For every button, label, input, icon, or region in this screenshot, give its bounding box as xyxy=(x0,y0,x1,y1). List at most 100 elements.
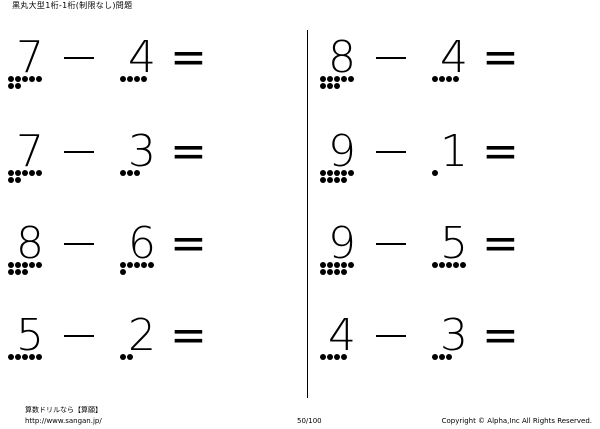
counting-dot xyxy=(320,354,326,360)
counting-dot xyxy=(439,354,445,360)
counting-dot xyxy=(8,177,14,183)
subtrahend: 5 xyxy=(440,218,468,269)
counting-dot xyxy=(8,354,14,360)
minuend: 7 xyxy=(16,32,44,83)
counting-dot xyxy=(8,83,14,89)
counting-dot xyxy=(15,177,21,183)
minus-sign xyxy=(64,57,94,59)
minuend: 8 xyxy=(16,218,44,269)
counting-dot xyxy=(453,76,459,82)
counting-dot xyxy=(320,170,326,176)
counting-dot xyxy=(446,262,452,268)
counting-dot xyxy=(341,76,347,82)
subtrahend: 3 xyxy=(128,126,156,177)
subtraction-problem: 9 1 = xyxy=(320,126,542,210)
minuend: 9 xyxy=(328,218,356,269)
subtrahend: 4 xyxy=(440,32,468,83)
counting-dot xyxy=(127,354,133,360)
counting-dot xyxy=(120,170,126,176)
counting-dot xyxy=(327,170,333,176)
counting-dot xyxy=(348,262,354,268)
counting-dot xyxy=(22,354,28,360)
page-number: 50/100 xyxy=(297,417,322,425)
counting-dot xyxy=(327,269,333,275)
minus-sign xyxy=(64,243,94,245)
counting-dot xyxy=(134,76,140,82)
counting-dot xyxy=(8,262,14,268)
counting-dot xyxy=(460,262,466,268)
subtrahend: 2 xyxy=(128,310,156,361)
counting-dot xyxy=(341,170,347,176)
counting-dot xyxy=(334,354,340,360)
minus-sign xyxy=(64,335,94,337)
equals-sign: = xyxy=(482,32,519,83)
counting-dot xyxy=(127,170,133,176)
minuend: 7 xyxy=(16,126,44,177)
equals-sign: = xyxy=(482,218,519,269)
counting-dot xyxy=(432,262,438,268)
counting-dot xyxy=(120,76,126,82)
counting-dot xyxy=(141,76,147,82)
subtrahend: 1 xyxy=(440,126,468,177)
minus-sign xyxy=(376,335,406,337)
counting-dot xyxy=(439,76,445,82)
counting-dot xyxy=(334,76,340,82)
equals-sign: = xyxy=(170,310,207,361)
minuend-dots xyxy=(320,76,355,90)
counting-dot xyxy=(36,76,42,82)
counting-dot xyxy=(29,76,35,82)
minuend: 8 xyxy=(328,32,356,83)
counting-dot xyxy=(148,262,154,268)
equals-sign: = xyxy=(170,126,207,177)
counting-dot xyxy=(8,269,14,275)
subtrahend-dots xyxy=(120,262,155,276)
minus-sign xyxy=(376,57,406,59)
subtrahend-dots xyxy=(120,170,155,177)
equals-sign: = xyxy=(482,126,519,177)
counting-dot xyxy=(453,262,459,268)
counting-dot xyxy=(446,76,452,82)
counting-dot xyxy=(134,170,140,176)
subtrahend-dots xyxy=(432,262,467,269)
counting-dot xyxy=(36,170,42,176)
subtrahend: 3 xyxy=(440,310,468,361)
minuend-dots xyxy=(320,262,355,276)
subtrahend-dots xyxy=(120,76,155,83)
counting-dot xyxy=(8,170,14,176)
counting-dot xyxy=(120,262,126,268)
footer-url[interactable]: http://www.sangan.jp/ xyxy=(25,417,102,425)
minus-sign xyxy=(376,243,406,245)
equals-sign: = xyxy=(170,218,207,269)
minuend-dots xyxy=(320,170,355,184)
counting-dot xyxy=(341,262,347,268)
counting-dot xyxy=(22,262,28,268)
counting-dot xyxy=(334,177,340,183)
minus-sign xyxy=(376,151,406,153)
counting-dot xyxy=(8,76,14,82)
counting-dot xyxy=(15,83,21,89)
counting-dot xyxy=(327,262,333,268)
subtrahend-dots xyxy=(432,76,467,83)
minuend-dots xyxy=(8,76,43,90)
counting-dot xyxy=(432,76,438,82)
counting-dot xyxy=(29,354,35,360)
counting-dot xyxy=(320,76,326,82)
counting-dot xyxy=(439,262,445,268)
counting-dot xyxy=(446,354,452,360)
counting-dot xyxy=(320,262,326,268)
subtrahend-dots xyxy=(432,354,467,361)
minuend: 9 xyxy=(328,126,356,177)
counting-dot xyxy=(327,76,333,82)
counting-dot xyxy=(334,269,340,275)
counting-dot xyxy=(341,269,347,275)
counting-dot xyxy=(334,170,340,176)
counting-dot xyxy=(134,262,140,268)
counting-dot xyxy=(341,177,347,183)
counting-dot xyxy=(141,262,147,268)
counting-dot xyxy=(29,170,35,176)
subtrahend-dots xyxy=(432,170,467,177)
counting-dot xyxy=(432,354,438,360)
